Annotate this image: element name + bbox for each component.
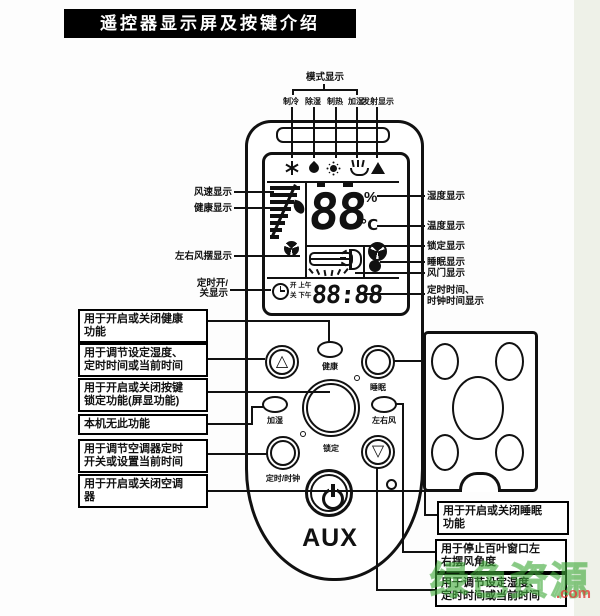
sleep-dot-icon (369, 260, 381, 272)
cover-cutout (452, 376, 504, 440)
heat-sun-icon (330, 165, 337, 172)
flip-cover-panel (423, 331, 538, 492)
dehumidify-drop-icon (306, 160, 322, 176)
callout-adjust-humidity-time-down: 用于调节设定湿度、定时时间或当前时间 (435, 573, 567, 607)
timer-clock-button-label: 定时/时钟 (265, 474, 301, 483)
callout-power-on-off: 用于开启或关闭空调器 (78, 474, 208, 508)
humidify-button-label: 加湿 (267, 416, 283, 425)
lock-button[interactable] (302, 379, 360, 437)
celsius-sign: ℃ (360, 217, 379, 234)
transmit-triangle-icon (371, 162, 385, 174)
left-right-wind-button-label: 左右风 (372, 416, 396, 425)
down-button[interactable]: ▽ (361, 435, 395, 469)
power-icon (320, 484, 344, 510)
small-round-button[interactable] (386, 479, 397, 490)
cover-cutout (495, 434, 524, 471)
humidify-steam-icon (350, 159, 369, 176)
humidity-display-label: 湿度显示 (427, 191, 466, 202)
setpoint-indicator-marks (317, 181, 325, 187)
cool-snowflake-icon (285, 161, 299, 175)
lock-display-label: 锁定显示 (427, 241, 466, 252)
mode-label-humidify: 加湿 (348, 97, 364, 106)
health-button-label: 健康 (322, 362, 338, 371)
callout-key-lock: 用于开启或关闭按键锁定功能(屏显功能) (78, 378, 208, 412)
lcd-display: 88 % ℃ (262, 152, 410, 316)
ir-slot (276, 127, 390, 143)
cover-cutout (495, 342, 524, 381)
indicator-dot (354, 375, 360, 381)
callout-adjust-humidity-time-up: 用于调节设定湿度、定时时间或当前时间 (78, 343, 208, 377)
up-button[interactable]: △ (265, 345, 299, 379)
humidify-button[interactable] (262, 396, 288, 413)
left-right-wind-button[interactable] (371, 396, 397, 413)
page-edge-strip (574, 0, 600, 616)
callout-health-function: 用于开启或关闭健康功能 (78, 309, 208, 343)
remote-body: 88 % ℃ (245, 120, 424, 581)
timer-time-display-label: 定时时间、 (427, 285, 475, 296)
indicator-dot (300, 431, 306, 437)
swing-display-label: 左右风摆显示 (174, 251, 232, 262)
louver-icon (309, 252, 353, 266)
damper-display-label: 风门显示 (427, 268, 466, 279)
setpoint-indicator-marks (343, 181, 353, 187)
mode-label-heat: 制热 (327, 97, 343, 106)
lcd-main-value: 88 (306, 183, 368, 241)
temperature-display-label: 温度显示 (427, 221, 466, 232)
cover-thumb-notch (459, 472, 501, 492)
sleep-display-label: 睡眠显示 (427, 257, 466, 268)
timer-on-off-display-label: 定时开/ (196, 278, 228, 289)
brand-logo: AUX (302, 524, 358, 552)
timer-clock-button[interactable] (266, 436, 300, 470)
lock-button-label: 锁定 (323, 444, 339, 453)
mode-group-label: 模式显示 (305, 72, 344, 83)
timer-on-am-label: 开 上午 (290, 282, 312, 289)
triangle-up-icon: △ (275, 353, 289, 370)
timer-clock-icon (272, 283, 289, 300)
health-button[interactable] (317, 341, 343, 358)
sleep-button-label: 睡眠 (370, 383, 386, 392)
fan-pinwheel-icon (284, 241, 299, 256)
timer-off-pm-label: 关 下午 (290, 292, 312, 299)
lcd-time-value: 88:88 (310, 280, 384, 309)
callout-sleep-function: 用于开启或关闭睡眠功能 (437, 501, 569, 535)
sleep-button[interactable] (361, 345, 395, 379)
cover-cutout (431, 434, 459, 471)
humidity-percent-sign: % (364, 189, 378, 206)
fan-speed-display-label: 风速显示 (193, 187, 232, 198)
health-display-label: 健康显示 (193, 203, 232, 214)
mode-label-cool: 制冷 (283, 97, 299, 106)
page-title: 遥控器显示屏及按键介绍 (64, 9, 356, 38)
callout-no-function: 本机无此功能 (78, 414, 208, 435)
callout-stop-louver-swing: 用于停止百叶窗口左右摆风角度 (435, 539, 567, 573)
power-button[interactable] (305, 469, 353, 517)
mode-label-transmit: 发射显示 (362, 97, 394, 106)
cover-cutout (431, 343, 459, 380)
callout-timer-switch: 用于调节空调器定时开关或设置当前时间 (78, 439, 208, 473)
mode-label-dry: 除湿 (305, 97, 321, 106)
timer-time-display-label: 时钟时间显示 (427, 296, 485, 307)
timer-on-off-display-label: 关显示 (199, 288, 228, 299)
damper-lamp-icon (349, 249, 362, 270)
triangle-down-icon: ▽ (371, 443, 385, 460)
